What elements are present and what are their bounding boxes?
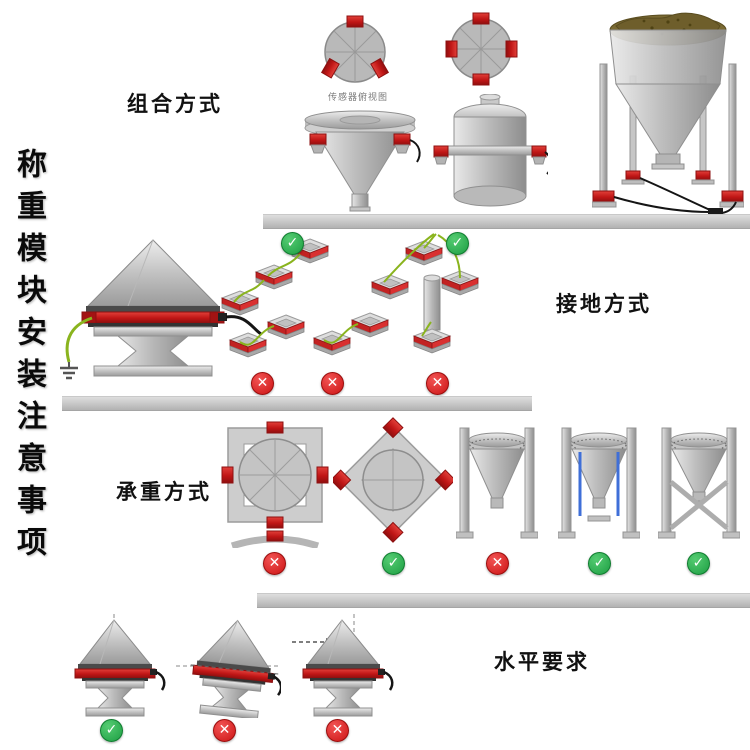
divider-bar-3 (257, 593, 750, 608)
hopper-frame-plain-illustration (456, 424, 538, 546)
section-label-level: 水平要求 (494, 650, 590, 674)
hopper-frame-braced-illustration (658, 424, 740, 546)
section-label-grounding: 接地方式 (556, 292, 652, 316)
section-label-bearing: 承重方式 (116, 480, 212, 504)
check-mark: ✓ (446, 232, 469, 255)
cross-mark: ✕ (321, 372, 344, 395)
divider-bar-1 (263, 214, 750, 229)
grounding-groups-illustration (212, 232, 527, 394)
sensor-topview-caption: 传感器俯视图 (327, 93, 388, 103)
check-mark: ✓ (588, 552, 611, 575)
cross-mark: ✕ (326, 719, 349, 742)
check-mark: ✓ (100, 719, 123, 742)
vertical-tank-illustration (432, 94, 548, 216)
cross-mark: ✕ (251, 372, 274, 395)
ground-symbol-icon (60, 362, 78, 380)
cross-mark: ✕ (263, 552, 286, 575)
cross-mark: ✕ (213, 719, 236, 742)
cross-mark: ✕ (426, 372, 449, 395)
page-title: 称重模块安装注意事项 (11, 148, 46, 568)
check-mark: ✓ (382, 552, 405, 575)
section-label-combination: 组合方式 (127, 92, 223, 116)
hopper-frame-tierods-illustration (558, 424, 640, 546)
sensor-topview-4point-illustration (436, 8, 526, 90)
module-level-correct-illustration (62, 614, 167, 718)
weighing-module-ground-illustration (58, 234, 263, 394)
check-mark: ✓ (281, 232, 304, 255)
module-level-tilted-illustration (176, 614, 281, 718)
check-mark: ✓ (687, 552, 710, 575)
silo-on-modules-illustration (592, 6, 744, 220)
square-mounting-illustration (220, 420, 330, 548)
cross-mark: ✕ (486, 552, 509, 575)
diamond-mounting-illustration (333, 416, 453, 546)
sensor-topview-3point-illustration (310, 12, 400, 90)
divider-bar-2 (62, 396, 532, 411)
cone-hopper-illustration (298, 104, 423, 216)
module-level-offset-illustration (290, 614, 395, 718)
